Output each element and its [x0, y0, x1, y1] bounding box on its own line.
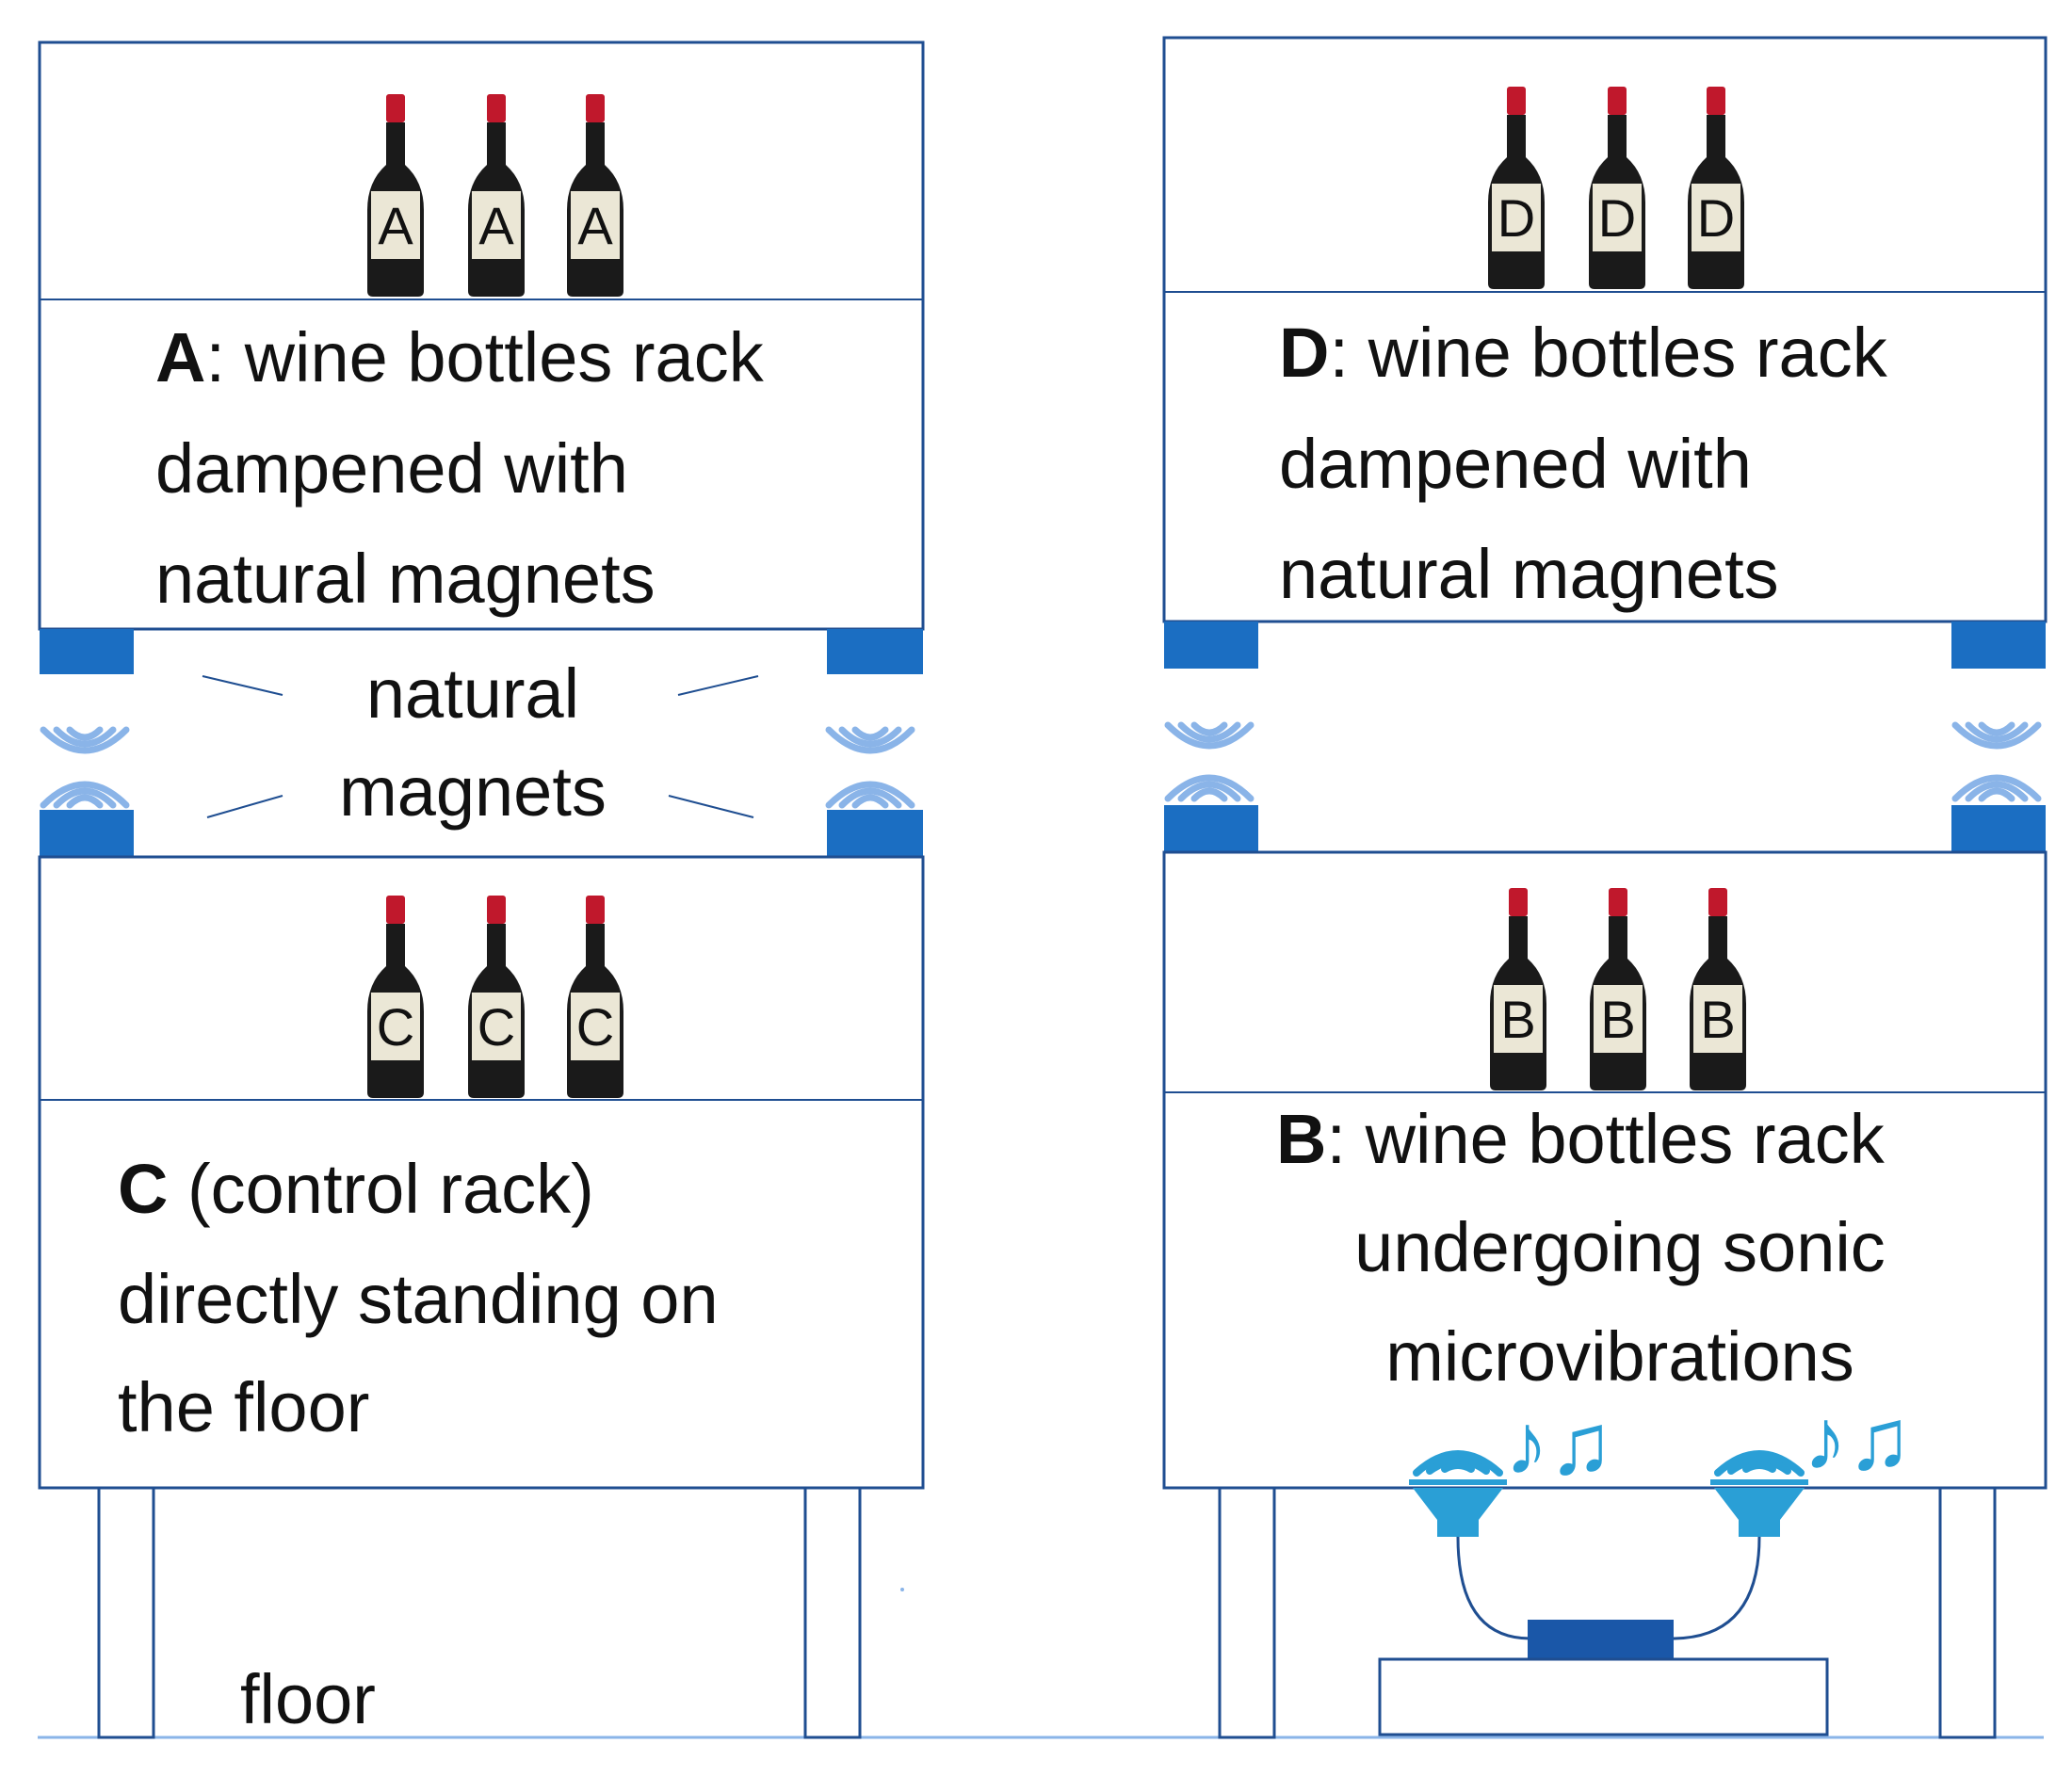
rack-b-leg-right: [1938, 1486, 1997, 1739]
music-notes-left-icon: ♪♫: [1505, 1397, 1613, 1493]
rack-b-leg-left: [1218, 1486, 1276, 1739]
rack-c-leg-left: [97, 1486, 155, 1739]
bottle-label-d2: D: [1598, 188, 1636, 248]
speaker-cable: [1456, 1536, 1531, 1640]
rack-c: C C C C (control rack) directly standing…: [38, 855, 925, 1739]
bottles-b: B B B: [1490, 888, 1746, 1090]
rack-d: D D D D: wine bottles rack dampened with…: [1162, 36, 2048, 623]
speaker-right-icon: [1710, 1454, 1808, 1537]
speaker-left-icon: [1409, 1454, 1507, 1537]
magnet-d-right-top: [1951, 622, 2046, 669]
bottles-d: D D D: [1488, 87, 1744, 289]
magnet-b-right-bottom: [1951, 805, 2046, 852]
magnet-b-left-bottom: [1164, 805, 1258, 852]
bottle-label-d3: D: [1697, 188, 1735, 248]
rack-d-desc-line3: natural magnets: [1279, 535, 1779, 613]
bottle-label-b3: B: [1700, 990, 1735, 1049]
bottle-label-b1: B: [1500, 990, 1535, 1049]
magnet-a-left-top: [40, 629, 134, 674]
rack-c-desc-line1: C (control rack): [118, 1150, 594, 1228]
magnet-d-left-top: [1164, 622, 1258, 669]
amplifier-device: [1528, 1620, 1674, 1659]
magnets-right-stack: [1164, 622, 2046, 852]
bottle-label-a2: A: [478, 196, 514, 255]
bottles-c: C C C: [367, 896, 623, 1098]
rack-d-desc-line2: dampened with: [1279, 425, 1752, 503]
bottle-label-a1: A: [378, 196, 413, 255]
bottle-label-a3: A: [577, 196, 613, 255]
bottle-label-c3: C: [576, 997, 614, 1057]
rack-b-desc-line2: undergoing sonic: [1354, 1208, 1886, 1286]
rack-b-desc-line3: microvibrations: [1385, 1317, 1854, 1396]
bottle-label-d1: D: [1497, 188, 1535, 248]
rack-d-desc-line1: D: wine bottles rack: [1279, 314, 1888, 392]
rack-a-desc-line2: dampened with: [155, 429, 628, 508]
rack-a-desc-line1: A: wine bottles rack: [155, 318, 765, 396]
floor-label: floor: [240, 1660, 376, 1738]
bottle-label-c2: C: [478, 997, 515, 1057]
magnet-waves-right: [1168, 725, 2038, 799]
magnets-label-line2: magnets: [339, 752, 607, 831]
rack-c-desc-line2: directly standing on: [118, 1260, 719, 1338]
rack-b-desc-line1: B: wine bottles rack: [1276, 1100, 1886, 1178]
rack-a: A A A A: wine bottles rack dampened with…: [38, 40, 925, 631]
rack-b-base: [1218, 1486, 1997, 1739]
magnets-label-line1: natural: [366, 654, 579, 733]
bottle-label-b2: B: [1600, 990, 1635, 1049]
rack-b: B B B B: wine bottles rack undergoing so…: [1162, 850, 2048, 1537]
magnets-left-stack: natural magnets: [40, 629, 923, 857]
stray-dot: [900, 1588, 904, 1591]
magnet-c-left-bottom: [40, 810, 134, 857]
magnet-a-right-top: [827, 629, 923, 674]
music-notes-right-icon: ♪♫: [1804, 1392, 1912, 1488]
bottle-label-c1: C: [377, 997, 414, 1057]
rack-a-desc-line3: natural magnets: [155, 540, 656, 618]
bottles-a: A A A: [367, 94, 623, 297]
rack-c-desc-line3: the floor: [118, 1368, 369, 1446]
magnet-c-right-bottom: [827, 810, 923, 857]
amplifier-platform: [1378, 1657, 1829, 1736]
rack-c-leg-right: [803, 1486, 862, 1739]
